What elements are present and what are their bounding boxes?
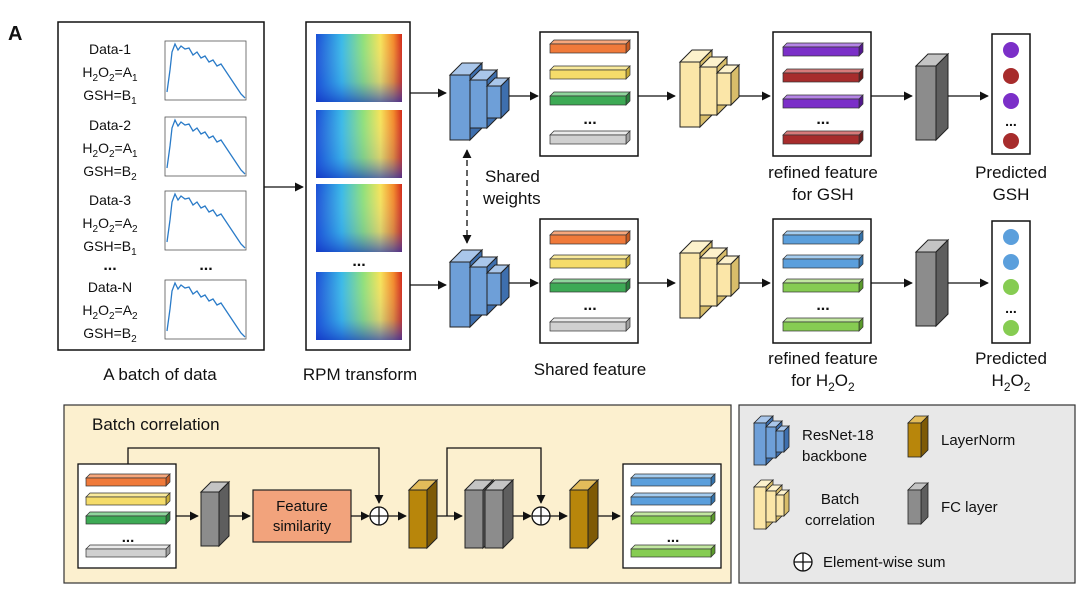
legend-fc-icon: [907, 482, 929, 525]
label-refined-gsh-1: refined feature: [768, 163, 878, 182]
refined-h2o2-bars: [782, 230, 864, 332]
data-item-name: Data-N: [88, 279, 132, 295]
bc-output-feature-bars: [630, 473, 716, 558]
h2o2-subscript: 2: [132, 224, 138, 235]
label-predicted-gsh-2: GSH: [993, 185, 1030, 204]
bc-layernorm-2: [568, 478, 600, 550]
legend-layernorm-icon: [907, 415, 929, 458]
h2o2-subscript: 1: [132, 73, 138, 84]
label-refined-h2o2-1: refined feature: [768, 349, 878, 368]
data-item-gsh: GSH=B2: [83, 325, 137, 345]
bc-fc-layer: [199, 480, 231, 548]
shared-feature-top-bars: [549, 39, 631, 145]
legend-sum-icon: [793, 552, 813, 572]
bc-fc-double: [463, 478, 515, 550]
data-item-gsh: GSH=B2: [83, 163, 137, 183]
rpm-ellipsis: ...: [352, 253, 365, 270]
rpm-heatmaps: [316, 34, 402, 340]
feature-similarity-box: [252, 489, 352, 543]
shared-feature-top-ellipsis: ...: [583, 111, 596, 128]
legend-resnet-label-1: ResNet-18: [802, 427, 874, 444]
legend-batch-corr-label-1: Batch: [821, 491, 859, 508]
data-item-name: Data-2: [89, 117, 131, 133]
shared-feature-bottom-ellipsis: ...: [583, 297, 596, 314]
signal-plot: [164, 40, 247, 101]
plot-ellipsis: ...: [199, 257, 212, 274]
label-shared-weights-1: Shared: [485, 167, 540, 186]
legend-panel: [738, 404, 1076, 584]
legend-resnet-icon: [753, 415, 790, 466]
gsh-subscript: 1: [131, 96, 137, 107]
bc-input-feature-bars: [85, 473, 171, 558]
bc-layernorm-1: [407, 478, 439, 550]
data-item-1: Data-1 H2O2=A1 GSH=B1: [82, 40, 247, 107]
signal-plot: [164, 116, 247, 177]
refined-h2o2-ellipsis: ...: [816, 297, 829, 314]
label-batch-of-data: A batch of data: [103, 365, 217, 384]
shared-feature-bottom-bars: [549, 230, 631, 332]
data-item-name: Data-3: [89, 192, 131, 208]
data-item-gsh: GSH=B1: [83, 238, 137, 258]
predicted-gsh-ellipsis: ...: [1005, 113, 1017, 129]
bc-sum-node-2: [531, 506, 551, 526]
gsh-subscript: 1: [131, 247, 137, 258]
label-predicted-h2o2-1: Predicted: [975, 349, 1047, 368]
label-shared-weights-2: weights: [482, 189, 541, 208]
label-shared-feature: Shared feature: [534, 360, 646, 379]
h2o2-subscript: 1: [132, 149, 138, 160]
data-item-gsh: GSH=B1: [83, 87, 137, 107]
data-item-3: Data-3 H2O2=A2 GSH=B1: [82, 190, 247, 258]
predicted-h2o2-dots: [1003, 229, 1019, 336]
batch-correlation-block-bottom: [678, 239, 741, 320]
fc-layer-bottom: [914, 238, 950, 328]
legend-batch-corr-icon: [753, 479, 790, 530]
panel-label: A: [8, 23, 22, 45]
h2o2-subscript: 2: [132, 311, 138, 322]
resnet-backbone-bottom: [448, 248, 511, 329]
data-ellipsis: ...: [103, 257, 116, 274]
predicted-h2o2-ellipsis: ...: [1005, 300, 1017, 316]
gsh-subscript: 2: [131, 334, 137, 345]
label-rpm-transform: RPM transform: [303, 365, 417, 384]
batch-correlation-block-top: [678, 48, 741, 129]
data-item-name: Data-1: [89, 41, 131, 57]
legend-sum-label: Element-wise sum: [823, 554, 946, 571]
signal-plot: [164, 279, 247, 340]
fc-layer-top: [914, 52, 950, 142]
refined-gsh-bars: [782, 42, 864, 145]
label-refined-gsh-2: for GSH: [792, 185, 853, 204]
legend-resnet-label-2: backbone: [802, 448, 867, 465]
feature-similarity-label-1: Feature: [276, 498, 328, 515]
batch-correlation-title: Batch correlation: [92, 415, 220, 434]
refined-gsh-ellipsis: ...: [816, 111, 829, 128]
label-predicted-h2o2-2: H2O2: [992, 371, 1031, 394]
feature-similarity-label-2: similarity: [273, 518, 332, 535]
legend-fc-label: FC layer: [941, 499, 998, 516]
gsh-subscript: 2: [131, 172, 137, 183]
signal-plot: [164, 190, 247, 251]
predicted-gsh-dots: [1003, 42, 1019, 149]
label-refined-h2o2-2: for H2O2: [791, 371, 855, 394]
label-predicted-gsh-1: Predicted: [975, 163, 1047, 182]
bc-sum-node-1: [369, 506, 389, 526]
legend-layernorm-label: LayerNorm: [941, 432, 1015, 449]
bc-output-ellipsis: ...: [667, 529, 680, 546]
legend-batch-corr-label-2: correlation: [805, 512, 875, 529]
bc-input-ellipsis: ...: [122, 529, 135, 546]
resnet-backbone-top: [448, 61, 511, 142]
